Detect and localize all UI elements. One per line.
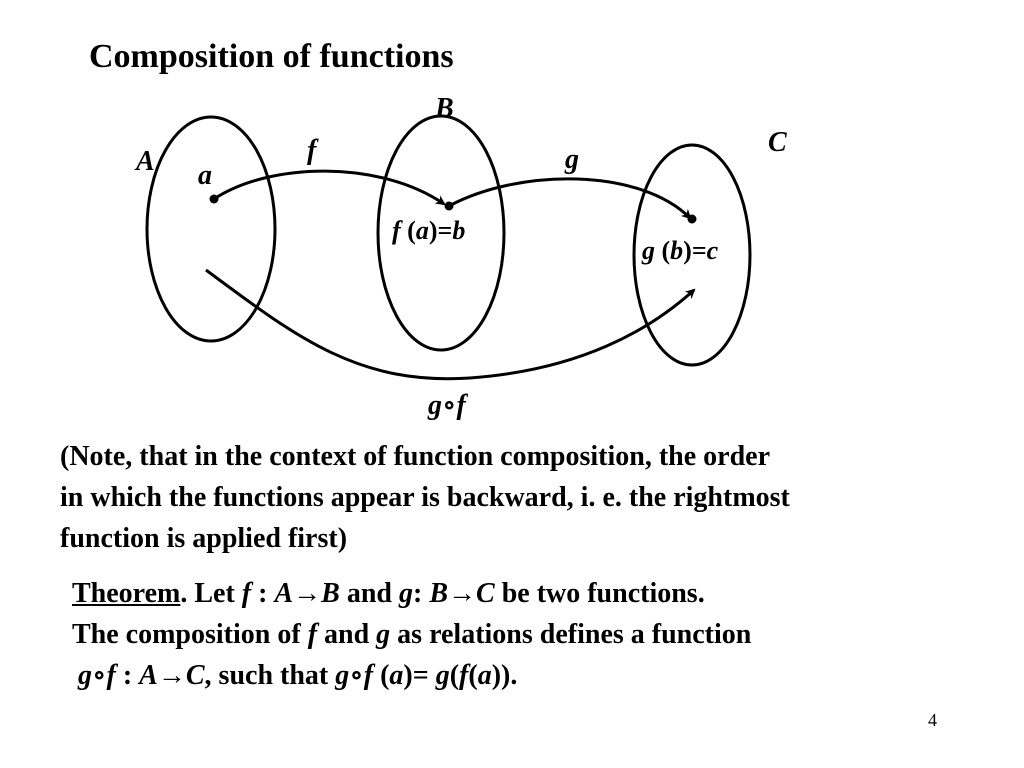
- theorem-paren-open: (: [373, 660, 390, 691]
- note-line-3: function is applied first): [60, 523, 348, 554]
- theorem-paren-2: (: [468, 660, 478, 691]
- theorem-composition-of: The composition of: [72, 619, 308, 650]
- theorem-set-c: C: [476, 578, 495, 609]
- page-number: 4: [928, 710, 937, 730]
- arrow-g: [448, 177, 692, 220]
- function-g-label: g: [565, 144, 579, 175]
- theorem-arg-a: a: [389, 660, 404, 691]
- theorem-set-b-2: B: [429, 578, 448, 609]
- arrow-gof: [205, 268, 696, 381]
- set-c-label: C: [768, 127, 787, 158]
- slide-title: Composition of functions: [89, 38, 454, 75]
- set-a-label: A: [136, 146, 155, 177]
- set-b-ellipse: [376, 114, 506, 352]
- set-b-label: B: [435, 93, 454, 124]
- note-line-2: in which the functions appear is backwar…: [60, 482, 790, 513]
- note-line-1: (Note, that in the context of function c…: [60, 441, 771, 472]
- theorem-colon: :: [251, 578, 275, 609]
- theorem-line-2-tail: as relations defines a function: [390, 619, 752, 650]
- note-paragraph: (Note, that in the context of function c…: [60, 436, 790, 559]
- function-f-label: f: [307, 135, 317, 166]
- arrow-icon: →: [448, 578, 476, 609]
- gb-close: ): [683, 236, 692, 265]
- theorem-set-b: B: [321, 578, 340, 609]
- theorem-gof: g∘f: [78, 660, 116, 691]
- theorem-line-2: The composition of f and g as relations …: [72, 614, 751, 655]
- image-g-of-b: g (b)=c: [642, 238, 718, 264]
- arrow-f: [213, 169, 446, 206]
- theorem-and: and: [339, 578, 399, 609]
- composition-label: g∘f: [428, 390, 466, 421]
- theorem-line-3-c: C: [185, 660, 205, 691]
- fa-open: (: [400, 216, 416, 245]
- theorem-line-1: Theorem. Let f : A→B and g: B→C be two f…: [72, 573, 751, 614]
- set-a-ellipse: [145, 115, 277, 343]
- theorem-line-2-and: and: [317, 619, 377, 650]
- gb-g: g: [642, 236, 655, 265]
- theorem-line-1-tail: be two functions.: [494, 578, 705, 609]
- theorem-rhs-g: g: [435, 660, 450, 691]
- fa-close: ): [428, 216, 438, 245]
- gb-eq: =: [691, 236, 707, 265]
- theorem-gof-2: g∘f: [335, 660, 374, 691]
- theorem-g: g: [398, 578, 413, 609]
- theorem-heading: Theorem: [72, 578, 181, 609]
- gb-val: c: [706, 236, 719, 265]
- arrow-icon: →: [293, 578, 322, 609]
- gb-arg: b: [670, 236, 684, 265]
- fa-eq: =: [437, 216, 453, 245]
- fa-arg: a: [415, 216, 429, 245]
- theorem-rhs-f: f: [459, 660, 469, 691]
- theorem-set-a: A: [274, 578, 294, 609]
- image-f-of-a: f (a)=b: [392, 218, 465, 244]
- gb-open: (: [655, 236, 671, 265]
- theorem-paren-1: (: [449, 660, 460, 691]
- element-a-label: a: [198, 160, 212, 191]
- fa-f: f: [392, 216, 401, 245]
- theorem-colon-2: :: [412, 578, 430, 609]
- theorem-let: . Let: [180, 578, 242, 609]
- theorem-end: )).: [491, 660, 518, 691]
- theorem-line-2-f: f: [307, 619, 318, 650]
- arrow-icon: →: [157, 660, 186, 691]
- theorem-such-that: , such that: [204, 660, 336, 691]
- theorem-line-3-colon: :: [115, 660, 140, 691]
- theorem-equals: )=: [403, 660, 436, 691]
- theorem-line-2-g: g: [376, 619, 391, 650]
- fa-val: b: [452, 216, 466, 245]
- theorem-line-3-a: A: [139, 660, 158, 691]
- theorem-block: Theorem. Let f : A→B and g: B→C be two f…: [72, 573, 751, 696]
- theorem-rhs-a: a: [477, 660, 492, 691]
- set-c-ellipse: [632, 143, 752, 367]
- theorem-line-3: g∘f : A→C, such that g∘f (a)= g(f(a)).: [72, 655, 751, 696]
- theorem-f: f: [241, 578, 252, 609]
